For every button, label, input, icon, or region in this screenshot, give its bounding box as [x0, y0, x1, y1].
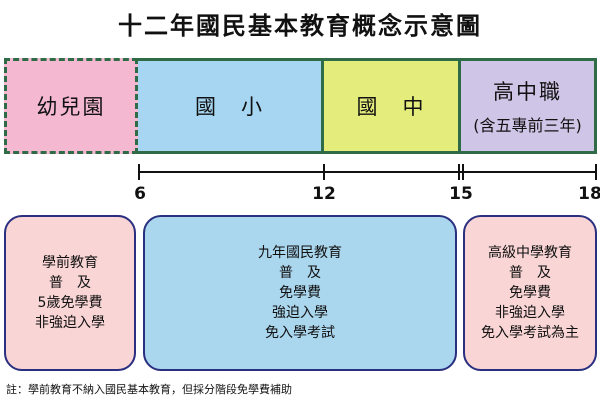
card-line: 九年國民教育	[258, 245, 342, 261]
card-line: 強迫入學	[272, 305, 328, 321]
card-preschool: 學前教育 普 及 5歲免學費 非強迫入學	[4, 215, 136, 371]
tick-label-18: 18	[578, 184, 600, 204]
card-line: 非強迫入學	[35, 315, 105, 331]
stage-senior-high-label: 高中職	[493, 80, 562, 104]
card-line: 免學費	[509, 285, 551, 301]
card-line: 普 及	[49, 275, 91, 291]
timeline-axis	[138, 164, 597, 180]
stage-kindergarten-label: 幼兒園	[36, 95, 106, 119]
stage-junior-high: 國 中	[324, 58, 461, 154]
stage-junior-high-label: 國 中	[356, 95, 426, 119]
tick-label-6: 6	[134, 184, 146, 204]
card-line: 高級中學教育	[488, 245, 572, 261]
stage-elementary: 國 小	[138, 58, 324, 154]
stage-senior-high: 高中職 (含五專前三年)	[461, 58, 597, 154]
stage-elementary-label: 國 小	[195, 95, 264, 119]
tick-label-15: 15	[449, 184, 473, 204]
card-line: 5歲免學費	[37, 295, 103, 311]
footnote: 註：學前教育不納入國民基本教育，但採分階段免學費補助	[6, 383, 292, 396]
card-line: 免學費	[279, 285, 321, 301]
card-line: 免入學考試為主	[481, 325, 579, 341]
tick-label-12: 12	[312, 184, 336, 204]
stage-senior-high-sublabel: (含五專前三年)	[473, 116, 582, 135]
card-line: 普 及	[509, 265, 551, 281]
page-title: 十二年國民基本教育概念示意圖	[118, 12, 482, 40]
card-line: 普 及	[279, 265, 321, 281]
card-line: 非強迫入學	[495, 305, 565, 321]
card-senior-high: 高級中學教育 普 及 免學費 非強迫入學 免入學考試為主	[463, 215, 597, 371]
card-line: 免入學考試	[265, 325, 335, 341]
card-nine-year: 九年國民教育 普 及 免學費 強迫入學 免入學考試	[143, 215, 457, 371]
stage-kindergarten: 幼兒園	[4, 58, 138, 154]
card-line: 學前教育	[42, 255, 98, 271]
